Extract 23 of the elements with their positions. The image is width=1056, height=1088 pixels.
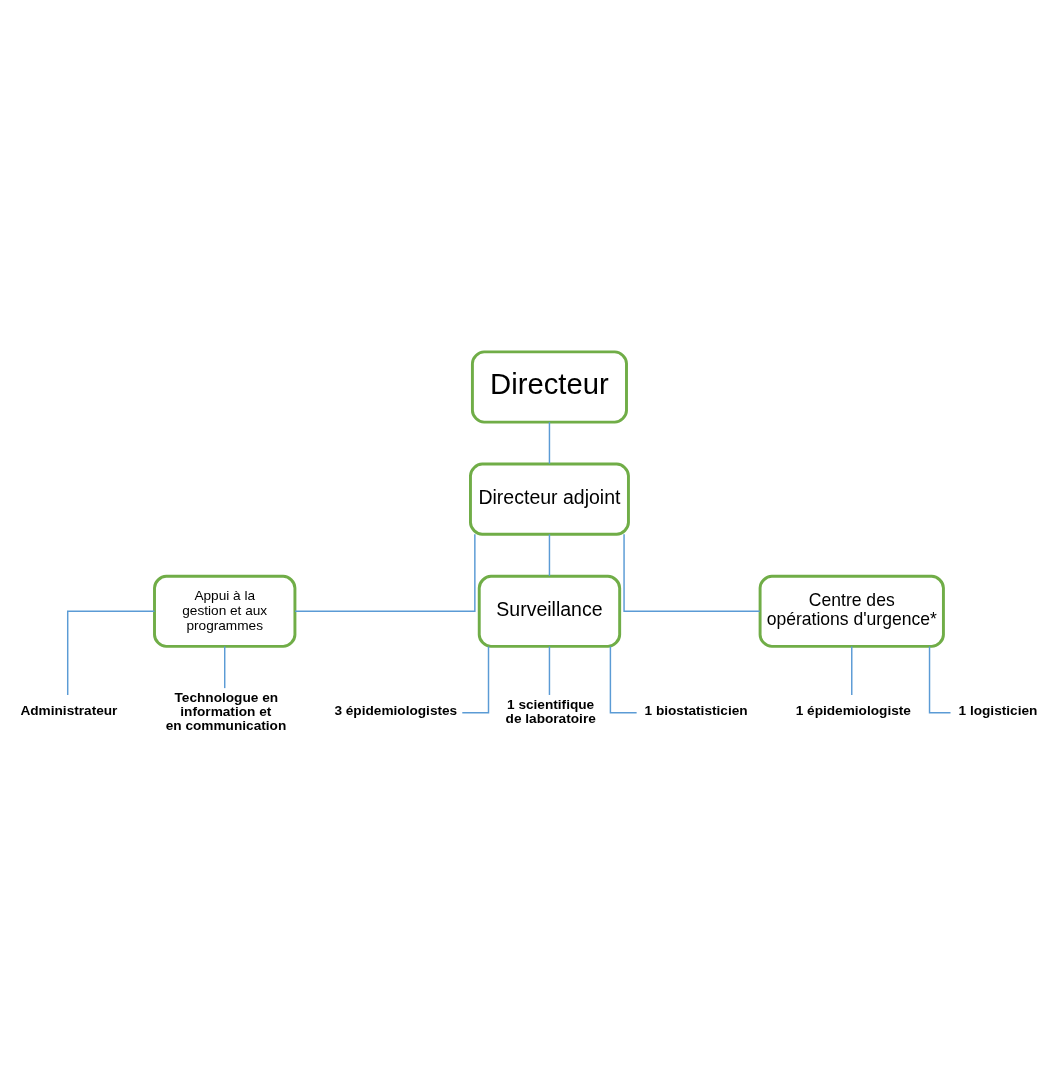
connector: [294, 533, 476, 612]
connector: [66, 610, 156, 696]
node-text: Technologue en information et en communication: [165, 689, 287, 732]
connector: [548, 645, 551, 696]
connector: [548, 533, 551, 577]
node-box: Centre des opérations d'urgence*: [758, 574, 945, 648]
connector: [224, 645, 226, 689]
node-box: Surveillance: [477, 574, 622, 648]
node-box: Directeur: [470, 349, 628, 424]
connector: [548, 420, 551, 464]
node-text: 1 scientifique de laboratoire: [505, 696, 596, 726]
node-text: 3 épidemiologistes: [334, 702, 458, 718]
node-text: 1 épidemiologiste: [795, 702, 911, 718]
node-text: Administrateur: [20, 702, 118, 718]
node-text: 1 logisticien: [958, 702, 1038, 718]
node-box: Directeur adjoint: [469, 462, 630, 536]
node-text: 1 biostatisticien: [644, 702, 748, 718]
connector: [461, 645, 490, 713]
connector: [851, 645, 853, 696]
connector: [623, 533, 761, 612]
connector: [609, 645, 638, 713]
node-box: Appui à la gestion et aux programmes: [153, 574, 297, 648]
connector: [928, 645, 952, 713]
